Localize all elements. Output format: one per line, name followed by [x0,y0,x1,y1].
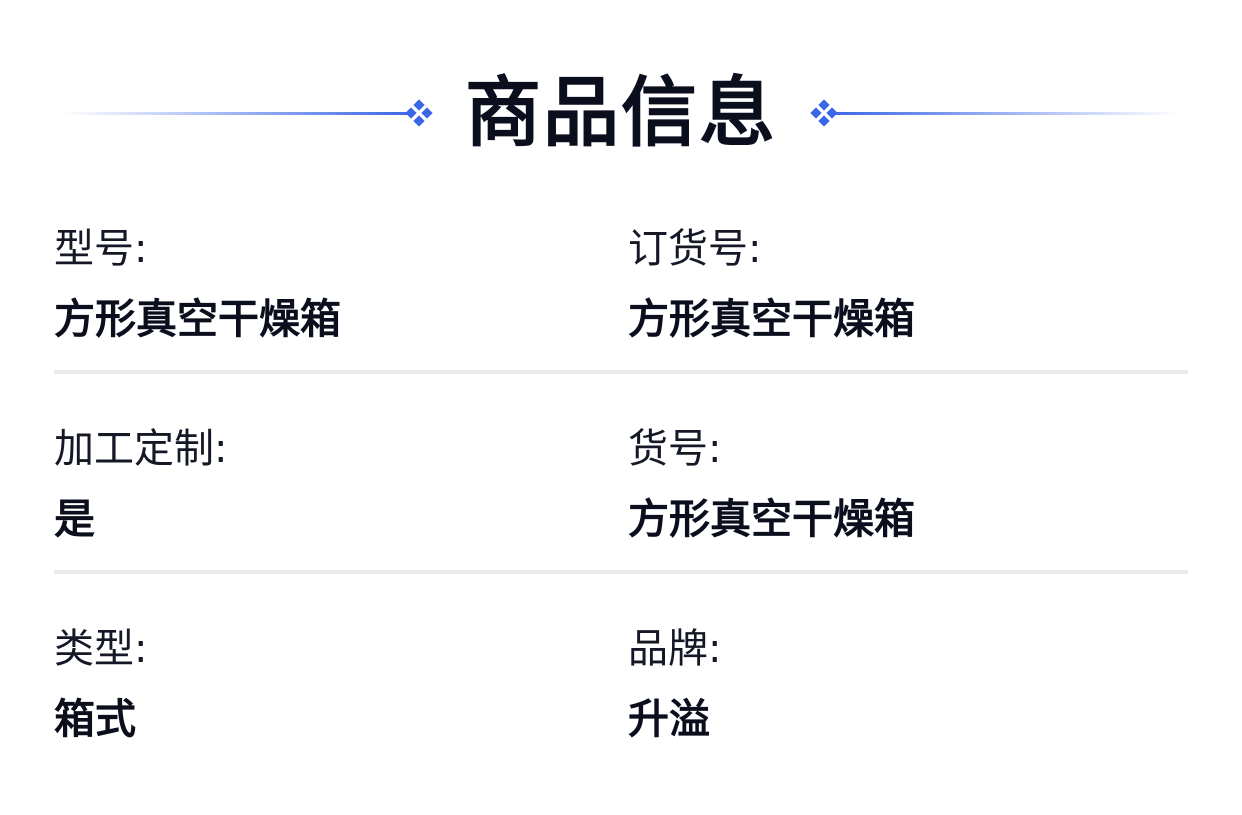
spec-label: 加工定制: [54,426,228,472]
diamond-cluster-icon [810,99,838,127]
header-left-line [62,112,412,115]
spec-item-type: 类型: 箱式 [54,622,574,746]
spec-row: 型号: 方形真空干燥箱 订货号: 方形真空干燥箱 [54,200,1188,400]
spec-label: 订货号: [628,226,762,272]
spec-value: 箱式 [54,695,136,743]
spec-value: 方形真空干燥箱 [628,495,915,543]
spec-item-brand: 品牌: 升溢 [628,622,1148,746]
spec-row: 类型: 箱式 品牌: 升溢 [54,600,1188,800]
spec-label: 类型: [54,626,148,672]
spec-value: 方形真空干燥箱 [628,295,915,343]
diamond-cluster-icon [405,99,433,127]
spec-value: 方形真空干燥箱 [54,295,341,343]
spec-item-model: 型号: 方形真空干燥箱 [54,222,574,346]
spec-label: 品牌: [628,626,722,672]
header-right-line [830,112,1180,115]
row-divider [54,570,1188,574]
row-divider [54,370,1188,374]
spec-item-customization: 加工定制: 是 [54,422,574,546]
spec-label: 货号: [628,426,722,472]
spec-item-order-number: 订货号: 方形真空干燥箱 [628,222,1148,346]
spec-item-item-number: 货号: 方形真空干燥箱 [628,422,1148,546]
spec-value: 是 [54,495,95,543]
page-title: 商品信息 [465,68,777,157]
spec-row: 加工定制: 是 货号: 方形真空干燥箱 [54,400,1188,600]
spec-label: 型号: [54,226,148,272]
spec-value: 升溢 [628,695,710,743]
